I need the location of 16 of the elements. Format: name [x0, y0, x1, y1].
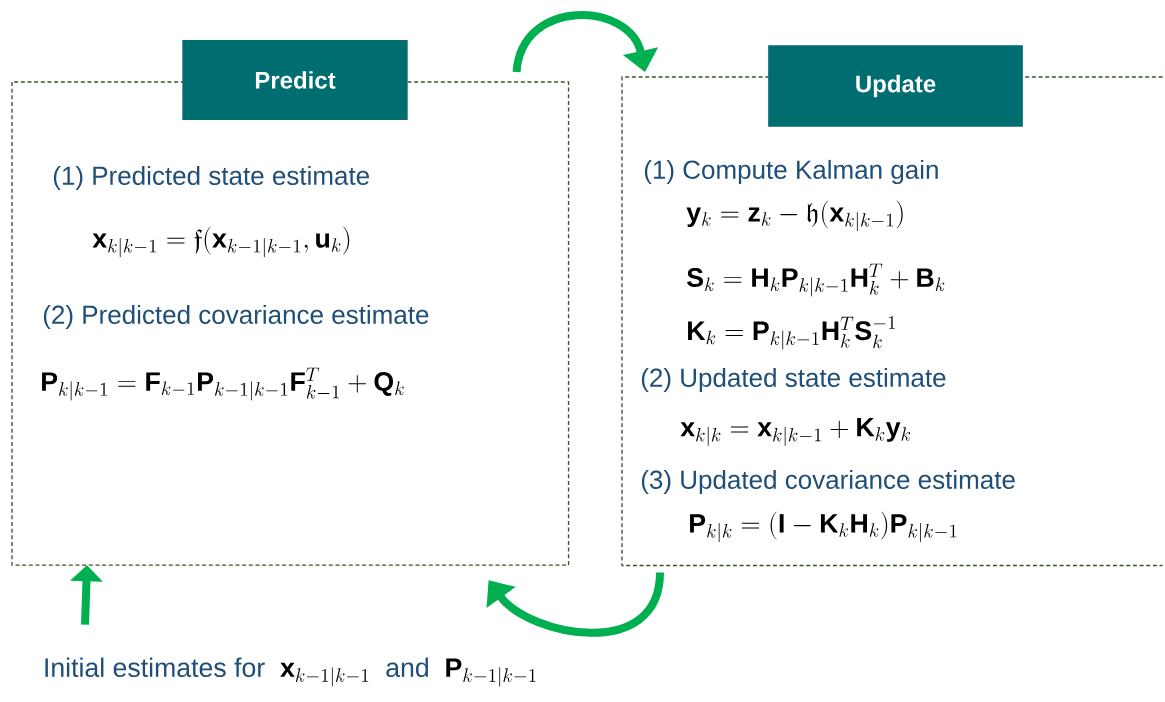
step-heading: (2) Updated state estimate	[641, 367, 946, 393]
step-heading: (1) Compute Kalman gain	[644, 159, 938, 185]
formula: $\mathbf{x}_{k|k-1} = \mathfrak{f}(\mathbf{x}_{k-1|k-1}, \mathbf{u}_k)$	[92, 226, 350, 258]
formula: $\mathbf{K}_k = \mathbf{P}_{k|k-1}\mathbf{H}_k^{T}\mathbf{S}_k^{-1}$	[688, 316, 895, 350]
note-text: Initial estimates for $\mathbf{x}_{k-1|k-1}$ and $\mathbf{P}_{k-1|k-1}$	[45, 657, 536, 687]
formula: $\mathbf{x}_{k|k} = \mathbf{x}_{k|k-1} + \mathbf{K}_k\mathbf{y}_k$	[680, 418, 911, 446]
curved-arrow	[512, 11, 659, 73]
header-box: Update	[768, 45, 1023, 127]
formula: $\mathbf{S}_k = \mathbf{H}_k\mathbf{P}_{k|k-1}\mathbf{H}_k^{T} + \mathbf{B}_k$	[687, 263, 945, 297]
formula: $\mathbf{P}_{k|k-1} = \mathbf{F}_{k-1}\mathbf{P}_{k-1|k-1}\mathbf{F}_{k-1}^{T} + \mathbf{Q}_k$	[42, 367, 404, 401]
header-box: Predict	[182, 40, 408, 120]
step-heading: (3) Updated covariance estimate	[641, 469, 1015, 495]
formula: $\mathbf{y}_k = \mathbf{z}_k - \mathfrak{h}(\mathbf{x}_{k|k-1})$	[686, 200, 903, 232]
step-heading: (1) Predicted state estimate	[53, 165, 369, 191]
step-heading: (2) Predicted covariance estimate	[43, 304, 429, 330]
formula: $\mathbf{P}_{k|k} = (\mathbf{I} - \mathbf{K}_k\mathbf{H}_k)\mathbf{P}_{k|k-1}$	[690, 511, 957, 543]
